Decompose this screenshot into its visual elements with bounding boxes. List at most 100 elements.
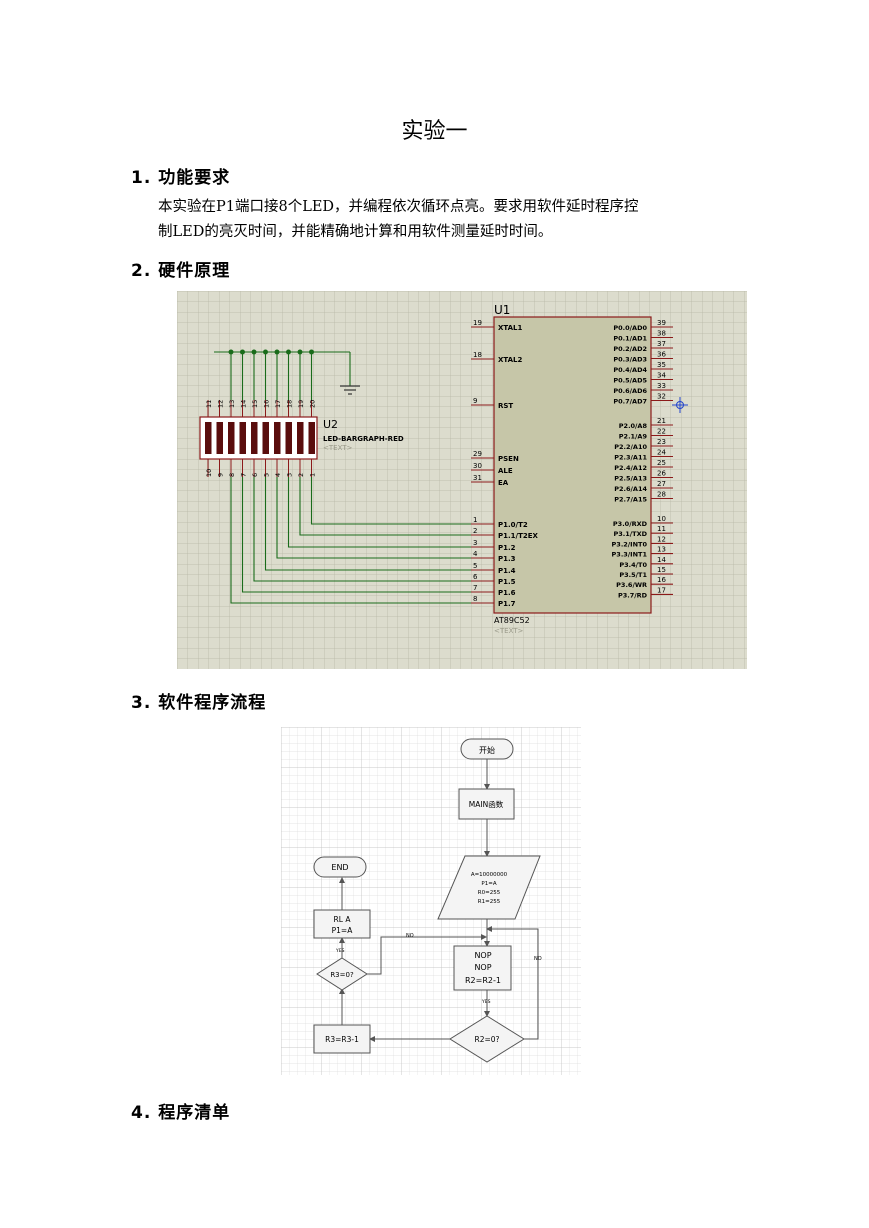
wire-junction-dot bbox=[309, 349, 314, 355]
u1-left-pin-name: P1.7 bbox=[498, 600, 516, 608]
init-line-4: R1=255 bbox=[478, 899, 501, 905]
u1-right-pin-number: 37 bbox=[657, 340, 666, 348]
u1-right-pin-name: P3.5/T1 bbox=[619, 571, 647, 579]
u1-left-pin-name: XTAL1 bbox=[498, 324, 523, 332]
u1-right-pin-name: P0.4/AD4 bbox=[613, 366, 647, 374]
u2-to-p1-wire bbox=[287, 477, 471, 548]
u1-left-pin-number: 3 bbox=[473, 539, 477, 547]
u1-right-pin-number: 21 bbox=[657, 417, 666, 425]
u1-right-pin-number: 33 bbox=[657, 382, 666, 390]
u2-to-p1-wire bbox=[230, 477, 471, 604]
u1-chip-body bbox=[493, 316, 652, 614]
end-label: END bbox=[331, 863, 348, 872]
u1-right-pin-number: 23 bbox=[657, 438, 666, 446]
u2-bottom-pin-number: 1 bbox=[309, 473, 317, 477]
u1-left-pin-number: 29 bbox=[473, 450, 482, 458]
u2-bottom-pin-number: 6 bbox=[251, 473, 259, 477]
u1-left-pin-number: 31 bbox=[473, 474, 482, 482]
rotate-line-1: RL A bbox=[334, 915, 352, 924]
wire-junction-dot bbox=[251, 349, 257, 355]
u1-left-pin-number: 30 bbox=[473, 462, 482, 470]
wire-junction-dot bbox=[274, 349, 280, 355]
u1-left-pin-number: 7 bbox=[473, 584, 477, 592]
u2-to-p1-wire bbox=[264, 477, 471, 571]
u1-right-pin-name: P2.6/A14 bbox=[614, 485, 647, 493]
u1-right-pin-name: P2.4/A12 bbox=[614, 464, 647, 472]
init-io-box bbox=[437, 855, 541, 920]
flowchart-drawing: 开始 MAIN函数 A=10000000 P1=A R0=255 R1=255 … bbox=[281, 727, 581, 1075]
u1-right-pin-name: P3.6/WR bbox=[616, 581, 647, 589]
wire-junction-dot bbox=[240, 349, 245, 355]
u1-right-pin-number: 22 bbox=[657, 428, 666, 436]
u1-left-pin-number: 4 bbox=[473, 550, 478, 558]
main-label: MAIN函数 bbox=[469, 799, 504, 809]
section-heading-flow: 3. 软件程序流程 bbox=[131, 693, 267, 713]
r3-decrement-box bbox=[313, 1024, 371, 1054]
u1-right-pin-name: P3.3/INT1 bbox=[612, 551, 648, 559]
u2-led-segment bbox=[239, 422, 246, 454]
decision-r2 bbox=[449, 1015, 525, 1063]
u2-to-p1-wire bbox=[253, 477, 471, 582]
u1-left-pin-name: ALE bbox=[498, 467, 513, 475]
u1-right-pin-number: 15 bbox=[657, 566, 666, 574]
u2-led-segment bbox=[262, 422, 269, 454]
u2-top-pin-number: 14 bbox=[240, 400, 248, 408]
u2-bottom-pin-number: 10 bbox=[205, 469, 213, 477]
u1-right-pin-name: P3.0/RXD bbox=[613, 520, 648, 528]
u2-bottom-pin-number: 7 bbox=[240, 473, 248, 477]
wire-junction-dot bbox=[286, 349, 291, 355]
schematic-drawing: U1 AT89C52 <TEXT> U2 LED-BARGRAPH-RED <T… bbox=[177, 291, 747, 669]
u2-to-p1-wire bbox=[276, 477, 471, 559]
r3-decrement-label: R3=R3-1 bbox=[325, 1035, 359, 1044]
u1-ref: U1 bbox=[494, 303, 510, 317]
u1-left-pin-number: 9 bbox=[473, 397, 477, 405]
u1-left-pin-name: RST bbox=[498, 402, 513, 410]
u2-top-pin-number: 19 bbox=[297, 400, 305, 408]
u1-right-pin-name: P0.3/AD3 bbox=[613, 356, 647, 364]
u2-bottom-pin-number: 9 bbox=[217, 473, 225, 477]
u1-left-pin-name: P1.3 bbox=[498, 555, 516, 563]
u1-right-pin-number: 39 bbox=[657, 319, 666, 327]
u1-text-placeholder: <TEXT> bbox=[494, 627, 524, 635]
rotate-line-2: P1=A bbox=[332, 926, 354, 935]
u1-right-pin-name: P2.7/A15 bbox=[614, 496, 647, 504]
u1-right-pin-number: 10 bbox=[657, 515, 666, 523]
u1-right-pin-number: 11 bbox=[657, 525, 666, 533]
paragraph-line-1: 本实验在P1端口接8个LED，并编程依次循环点亮。要求用软件延时程序控 bbox=[158, 199, 639, 215]
u2-top-pin-number: 12 bbox=[217, 400, 225, 408]
u1-left-pin-number: 6 bbox=[473, 573, 478, 581]
u1-left-pin-number: 8 bbox=[473, 595, 477, 603]
yes-label-r3: YES bbox=[335, 948, 345, 954]
nop-process-box bbox=[453, 945, 512, 991]
u1-right-pin-name: P2.0/A8 bbox=[619, 422, 648, 430]
u2-text-placeholder: <TEXT> bbox=[323, 444, 353, 452]
section-heading-program: 4. 程序清单 bbox=[131, 1103, 231, 1123]
u2-led-segment bbox=[251, 422, 258, 454]
yes-label-r2: YES bbox=[481, 999, 491, 1005]
u1-right-pin-number: 38 bbox=[657, 330, 666, 338]
wire-junction-dot bbox=[297, 349, 303, 355]
decision-r3-label: R3=0? bbox=[330, 971, 354, 979]
main-function-box bbox=[458, 788, 515, 820]
wire-junction-dot bbox=[228, 349, 234, 355]
u1-left-pin-number: 2 bbox=[473, 527, 477, 535]
end-terminal bbox=[313, 856, 367, 878]
u1-right-pin-name: P0.0/AD0 bbox=[613, 324, 647, 332]
init-line-1: A=10000000 bbox=[471, 872, 508, 878]
u2-to-p1-wire bbox=[241, 477, 471, 593]
u2-ref: U2 bbox=[323, 418, 338, 431]
ground-symbol bbox=[340, 385, 360, 395]
no-label-r3: NO bbox=[406, 933, 414, 939]
u2-led-segment bbox=[216, 422, 223, 454]
u1-right-pin-number: 17 bbox=[657, 586, 666, 594]
u1-right-pin-name: P2.2/A10 bbox=[614, 443, 647, 451]
u1-right-pin-name: P2.5/A13 bbox=[614, 475, 647, 483]
u1-right-pin-name: P3.1/TXD bbox=[614, 530, 648, 538]
decision-r2-label: R2=0? bbox=[474, 1035, 499, 1044]
u1-right-pin-number: 25 bbox=[657, 459, 666, 467]
u1-right-pin-number: 34 bbox=[657, 372, 666, 380]
u1-right-pin-number: 32 bbox=[657, 393, 666, 401]
u1-right-pin-name: P3.4/T0 bbox=[619, 561, 647, 569]
u1-right-pin-number: 24 bbox=[657, 449, 666, 457]
u2-led-segment bbox=[285, 422, 292, 454]
